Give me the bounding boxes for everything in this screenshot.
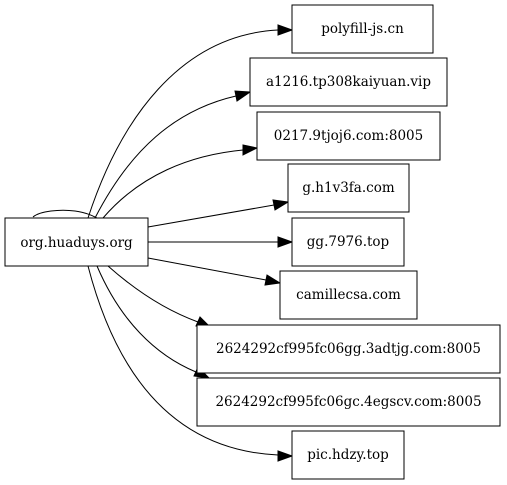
edge-to-polyfill bbox=[87, 29, 279, 219]
edge-to-0217 bbox=[102, 149, 244, 219]
node-target[interactable]: 2624292cf995fc06gc.4egscv.com:8005 bbox=[196, 377, 501, 427]
node-target[interactable]: a1216.tp308kaiyuan.vip bbox=[249, 57, 448, 107]
edge-to-pic bbox=[87, 265, 279, 456]
node-target-label: 0217.9tjoj6.com:8005 bbox=[274, 128, 423, 144]
node-target[interactable]: 2624292cf995fc06gg.3adtjg.com:8005 bbox=[196, 324, 501, 374]
arrowhead-camille bbox=[264, 274, 282, 286]
node-target[interactable]: g.h1v3fa.com bbox=[287, 163, 410, 213]
edge-to-2624gg bbox=[107, 265, 199, 323]
node-target[interactable]: pic.hdzy.top bbox=[291, 430, 405, 480]
node-target-label: camillecsa.com bbox=[296, 287, 401, 303]
arrowhead-0217 bbox=[242, 144, 259, 156]
node-source-label: org.huaduys.org bbox=[20, 235, 133, 251]
node-source[interactable]: org.huaduys.org bbox=[4, 217, 149, 267]
arrowhead-gg bbox=[277, 236, 294, 248]
node-target[interactable]: 0217.9tjoj6.com:8005 bbox=[256, 111, 441, 161]
node-target-label: a1216.tp308kaiyuan.vip bbox=[266, 74, 431, 90]
arrowhead-a1216 bbox=[234, 90, 252, 102]
node-target-label: g.h1v3fa.com bbox=[302, 180, 394, 196]
node-target-label: 2624292cf995fc06gg.3adtjg.com:8005 bbox=[216, 341, 481, 357]
node-target-label: 2624292cf995fc06gc.4egscv.com:8005 bbox=[215, 394, 481, 410]
node-target-label: polyfill-js.cn bbox=[321, 21, 404, 37]
nodes: org.huaduys.org polyfill-js.cn a1216.tp3… bbox=[4, 4, 501, 480]
node-target-label: gg.7976.top bbox=[307, 234, 389, 250]
node-target-label: pic.hdzy.top bbox=[307, 447, 389, 463]
edges bbox=[32, 24, 294, 462]
edge-to-camille bbox=[147, 257, 267, 281]
edge-to-2624gc bbox=[96, 265, 197, 373]
arrowhead-ghv bbox=[272, 199, 290, 211]
node-target[interactable]: camillecsa.com bbox=[279, 270, 418, 320]
edge-to-ghv bbox=[147, 204, 275, 228]
edge-self-loop bbox=[32, 209, 98, 219]
node-target[interactable]: gg.7976.top bbox=[291, 217, 405, 267]
arrowhead-polyfill bbox=[277, 24, 294, 36]
edge-to-a1216 bbox=[94, 95, 237, 219]
node-target[interactable]: polyfill-js.cn bbox=[291, 4, 434, 54]
arrowhead-pic bbox=[277, 450, 294, 462]
